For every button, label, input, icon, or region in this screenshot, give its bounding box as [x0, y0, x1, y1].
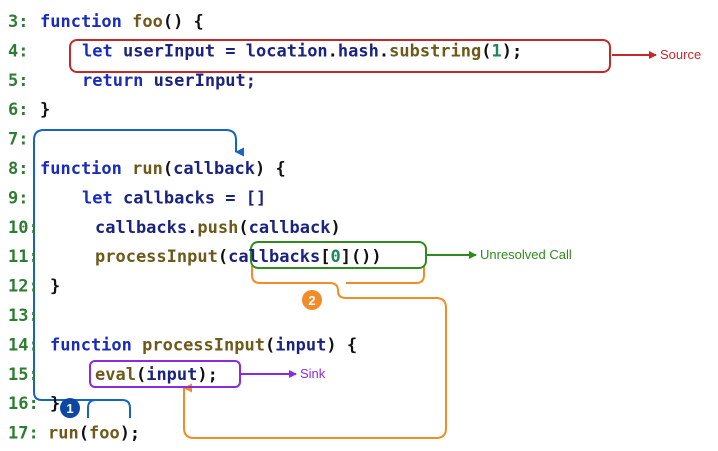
code-token: [	[320, 247, 330, 267]
code-listing: 3:function foo() {4:let userInput = loca…	[8, 12, 522, 444]
badge-2: 2	[302, 290, 322, 310]
code-token: callbacks	[228, 247, 320, 267]
code-token: return	[82, 71, 154, 91]
line-number: 3:	[8, 12, 28, 32]
code-token: substring	[389, 41, 481, 61]
badge-1: 1	[60, 398, 80, 418]
code-token: hash	[338, 41, 379, 61]
source-box	[69, 39, 611, 73]
line-number: 7:	[8, 130, 28, 150]
line-number: 11:	[8, 247, 39, 267]
line-number: 4:	[8, 41, 28, 61]
line-number: 15:	[8, 365, 39, 385]
line-number: 8:	[8, 159, 28, 179]
line-number: 12:	[8, 277, 39, 297]
code-token: run	[48, 424, 79, 444]
line-number: 5:	[8, 71, 28, 91]
code-token: eval	[95, 365, 136, 385]
code-token: processInput	[95, 247, 218, 267]
badge-1-text: 1	[66, 401, 73, 416]
line-number: 14:	[8, 335, 39, 355]
code-token: let	[82, 188, 123, 208]
code-line: callbacks.push(callback)	[95, 218, 341, 238]
code-token: push	[197, 218, 238, 238]
unresolved-call-label: Unresolved Call	[480, 247, 572, 262]
code-token: foo	[89, 424, 120, 444]
code-token: 0	[330, 247, 340, 267]
badge-2-text: 2	[308, 293, 315, 308]
code-token: userInput;	[154, 71, 256, 91]
code-line: function run(callback) {	[40, 159, 286, 179]
code-token: (	[238, 218, 248, 238]
code-token: );	[120, 424, 140, 444]
code-token: );	[502, 41, 522, 61]
orange-bracket-right	[346, 266, 425, 284]
line-number: 9:	[8, 188, 28, 208]
code-token: }	[50, 394, 60, 414]
code-token: input	[146, 365, 197, 385]
code-token: processInput	[142, 335, 265, 355]
line-number: 17:	[8, 424, 39, 444]
line-number: 16:	[8, 394, 39, 414]
code-token: (	[163, 159, 173, 179]
code-line: let userInput = location.hash.substring(…	[82, 41, 522, 61]
code-token: function	[40, 159, 132, 179]
code-token: callbacks = []	[123, 188, 266, 208]
code-line: return userInput;	[82, 71, 256, 91]
code-token: foo	[132, 12, 163, 32]
code-token: userInput =	[123, 41, 246, 61]
code-token: (	[265, 335, 275, 355]
code-token: 1	[492, 41, 502, 61]
blue-bracket-foo	[87, 399, 108, 418]
code-token: callback	[173, 159, 255, 179]
code-token: function	[40, 12, 132, 32]
code-line: }	[40, 100, 50, 120]
orange-flow-path	[183, 266, 447, 439]
code-token: )	[371, 247, 381, 267]
line-number: 6:	[8, 100, 28, 120]
code-line: function processInput(input) {	[50, 335, 357, 355]
code-token: ) {	[255, 159, 286, 179]
code-token: (	[136, 365, 146, 385]
source-label: Source	[660, 47, 701, 62]
code-line: let callbacks = []	[82, 188, 266, 208]
code-token: () {	[163, 12, 204, 32]
code-token: .	[379, 41, 389, 61]
code-token: input	[275, 335, 326, 355]
code-token: ) {	[326, 335, 357, 355]
sink-label: Sink	[300, 366, 326, 381]
code-token: ]()	[341, 247, 372, 267]
line-number: 13:	[8, 306, 39, 326]
code-line: eval(input);	[95, 365, 218, 385]
code-token: .	[328, 41, 338, 61]
code-token: callbacks	[95, 218, 187, 238]
badge-2-circle	[302, 290, 322, 310]
code-token: (	[218, 247, 228, 267]
badge-1-circle	[60, 398, 80, 418]
code-token: (	[79, 424, 89, 444]
code-token: callback	[249, 218, 331, 238]
code-token: }	[40, 100, 50, 120]
code-token: location	[246, 41, 328, 61]
code-token: )	[330, 218, 340, 238]
code-token: function	[50, 335, 142, 355]
code-line: run(foo);	[48, 424, 140, 444]
code-token: .	[187, 218, 197, 238]
code-line: function foo() {	[40, 12, 204, 32]
code-token: let	[82, 41, 123, 61]
code-token: }	[50, 277, 60, 297]
code-token: );	[197, 365, 217, 385]
code-line: }	[50, 394, 60, 414]
code-token: run	[132, 159, 163, 179]
code-token: (	[481, 41, 491, 61]
blue-flow-path	[33, 129, 244, 418]
line-number: 10:	[8, 218, 39, 238]
code-line: }	[50, 277, 60, 297]
code-line: processInput(callbacks[0]())	[95, 247, 382, 267]
